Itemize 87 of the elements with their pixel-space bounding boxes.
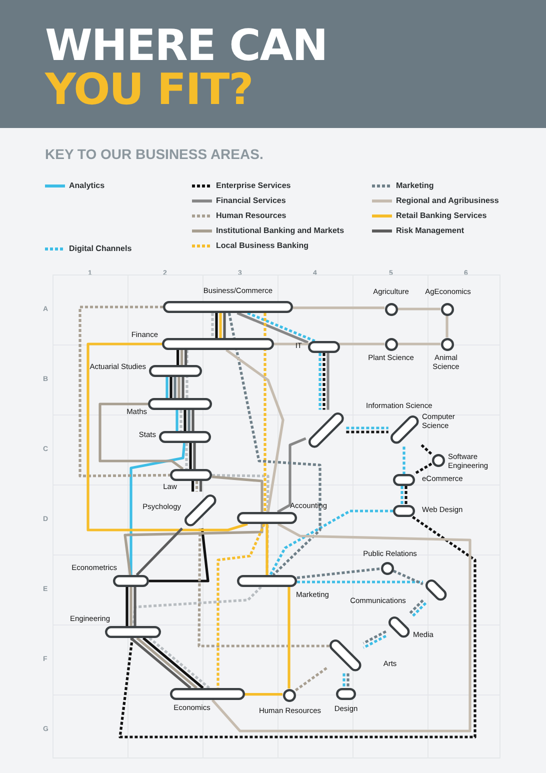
route-line	[148, 637, 210, 689]
route-line	[346, 430, 388, 434]
route-line	[118, 516, 476, 738]
route-line	[192, 410, 194, 431]
route-line	[293, 306, 384, 310]
route-line	[174, 377, 176, 398]
route-line	[185, 443, 188, 469]
route-line	[219, 313, 222, 338]
route-line	[346, 673, 350, 688]
route-line	[404, 486, 408, 505]
route-line	[346, 426, 388, 430]
route-line	[398, 308, 440, 310]
route-line	[182, 377, 184, 398]
route-line	[184, 410, 186, 431]
route-line	[186, 350, 188, 398]
legend-label: Human Resources	[216, 211, 286, 221]
route-line	[269, 510, 393, 576]
route-line	[136, 637, 198, 689]
route-line	[132, 586, 262, 626]
poster-title: WHERE CAN YOU FIT?	[45, 24, 328, 112]
legend-label: Regional and Agribusiness	[396, 196, 499, 206]
route-line	[189, 443, 192, 469]
route-line	[247, 312, 316, 342]
route-line	[276, 437, 306, 514]
legend-label: Institutional Banking and Markets	[216, 226, 344, 236]
route-line	[362, 630, 386, 644]
section-heading: KEY TO OUR BUSINESS AREAS.	[45, 146, 264, 162]
route-line	[294, 667, 328, 692]
route-line	[326, 353, 330, 410]
route-line	[196, 481, 198, 492]
route-line	[288, 587, 290, 688]
route-line	[170, 377, 172, 398]
legend-label: Local Business Banking	[216, 241, 308, 251]
route-line	[411, 602, 427, 618]
route-line	[211, 522, 472, 732]
route-line	[193, 443, 196, 469]
route-line	[130, 637, 192, 689]
route-line	[342, 673, 346, 688]
route-line	[322, 353, 326, 410]
legend-label: Financial Services	[216, 196, 286, 206]
route-line	[264, 313, 266, 512]
route-line	[211, 313, 214, 338]
route-line	[215, 313, 218, 338]
route-line	[86, 342, 248, 532]
route-line	[402, 446, 406, 474]
route-line	[414, 462, 432, 476]
route-line	[180, 350, 184, 365]
route-line	[236, 312, 308, 344]
route-line	[296, 567, 381, 580]
route-line	[200, 481, 202, 492]
route-line	[136, 528, 184, 576]
route-line	[318, 353, 322, 410]
route-line	[178, 377, 180, 398]
route-line	[180, 410, 182, 431]
legend-label: Digital Channels	[69, 244, 132, 254]
route-line	[126, 587, 128, 626]
route-line	[166, 377, 168, 398]
legend-label: Risk Management	[396, 226, 464, 236]
route-line	[362, 634, 386, 649]
route-line	[124, 476, 264, 576]
route-line	[398, 342, 440, 346]
route-line	[78, 306, 170, 478]
route-line	[98, 402, 184, 470]
route-line	[130, 442, 186, 575]
route-line	[446, 316, 448, 338]
route-line	[192, 481, 194, 492]
route-line	[400, 486, 404, 505]
route-line	[142, 637, 204, 689]
route-line	[130, 587, 132, 626]
route-line	[226, 348, 284, 512]
route-line	[228, 312, 322, 576]
legend-label: Retail Banking Services	[396, 211, 487, 221]
route-line	[244, 693, 282, 696]
route-line	[392, 570, 424, 586]
route-line	[188, 410, 190, 431]
route-line	[266, 524, 268, 575]
route-line	[408, 599, 424, 615]
legend-label: Marketing	[396, 181, 434, 191]
route-line	[297, 580, 423, 584]
route-line	[176, 350, 180, 365]
route-line	[134, 587, 136, 626]
route-line	[223, 313, 226, 338]
legend-label: Analytics	[69, 181, 105, 191]
route-line	[184, 350, 188, 365]
legend-label: Enterprise Services	[216, 181, 291, 191]
route-line	[176, 410, 178, 431]
route-line	[420, 444, 432, 456]
